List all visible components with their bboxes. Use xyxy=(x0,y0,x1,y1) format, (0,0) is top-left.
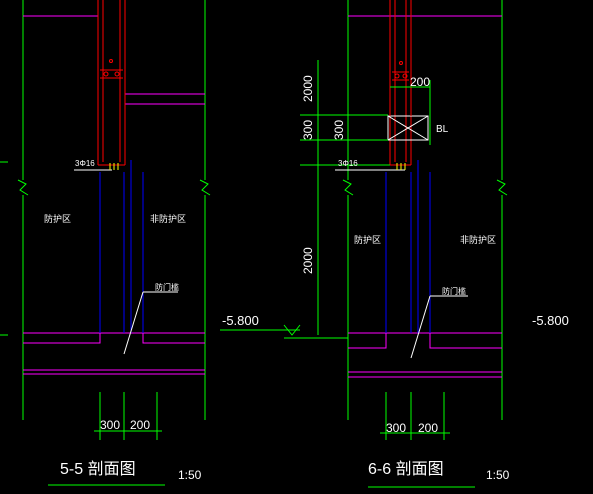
zone-protected-label: 防护区 xyxy=(354,234,381,245)
rebar-dot xyxy=(114,71,120,77)
dim-300: 300 xyxy=(100,418,120,432)
section-title: 5-5 剖面图 xyxy=(60,460,136,478)
rebar-dot xyxy=(402,73,408,79)
beam-box xyxy=(387,115,429,141)
section-5-5: 3Φ16 防护区 非防护区 防门槛 300 200 5-5 剖面图 1:50 xyxy=(0,0,211,486)
rebar-label: 3Φ16 xyxy=(75,159,95,168)
beam-x xyxy=(387,115,429,141)
break-symbol xyxy=(17,179,29,196)
door-sill-label: 防门槛 xyxy=(442,286,466,296)
vdim-mid2: 300 xyxy=(332,120,346,140)
section-scale: 1:50 xyxy=(486,468,510,482)
zone-unprotected-label: 非防护区 xyxy=(150,213,186,224)
break-symbol xyxy=(496,179,508,196)
elevation-right: -5.800 xyxy=(532,313,569,328)
vdim-lower: 2000 xyxy=(301,247,315,274)
beam-label: BL xyxy=(436,124,449,135)
elevation-left: -5.800 xyxy=(222,313,259,328)
rebar-dot xyxy=(394,73,400,79)
break-symbol xyxy=(199,179,211,196)
leader-line xyxy=(410,295,431,359)
floor-step xyxy=(348,333,387,349)
elevation-triangle xyxy=(283,324,301,336)
zone-unprotected-label: 非防护区 xyxy=(460,234,496,245)
section-6-6: BL 200 2000 300 300 2000 3Φ16 防护区 非防护区 防… xyxy=(220,0,569,488)
rebar-label: 3Φ16 xyxy=(338,159,358,168)
rebar-dot xyxy=(399,61,403,65)
section-title: 6-6 剖面图 xyxy=(368,460,444,478)
leader-line xyxy=(123,291,144,355)
rebar-dot xyxy=(109,59,113,63)
rebar-dot xyxy=(103,71,109,77)
floor-step xyxy=(142,333,205,344)
door-sill-label: 防门槛 xyxy=(155,282,179,292)
section-scale: 1:50 xyxy=(178,468,202,482)
dim-200: 200 xyxy=(130,418,150,432)
dim-200: 200 xyxy=(418,421,438,435)
floor-step xyxy=(429,333,502,349)
vdim-upper: 2000 xyxy=(301,75,315,102)
zone-protected-label: 防护区 xyxy=(44,213,71,224)
vdim-mid1: 300 xyxy=(301,120,315,140)
dim-top-200: 200 xyxy=(410,75,430,89)
floor-step xyxy=(23,333,101,344)
break-symbol xyxy=(342,179,354,196)
dim-300: 300 xyxy=(386,421,406,435)
